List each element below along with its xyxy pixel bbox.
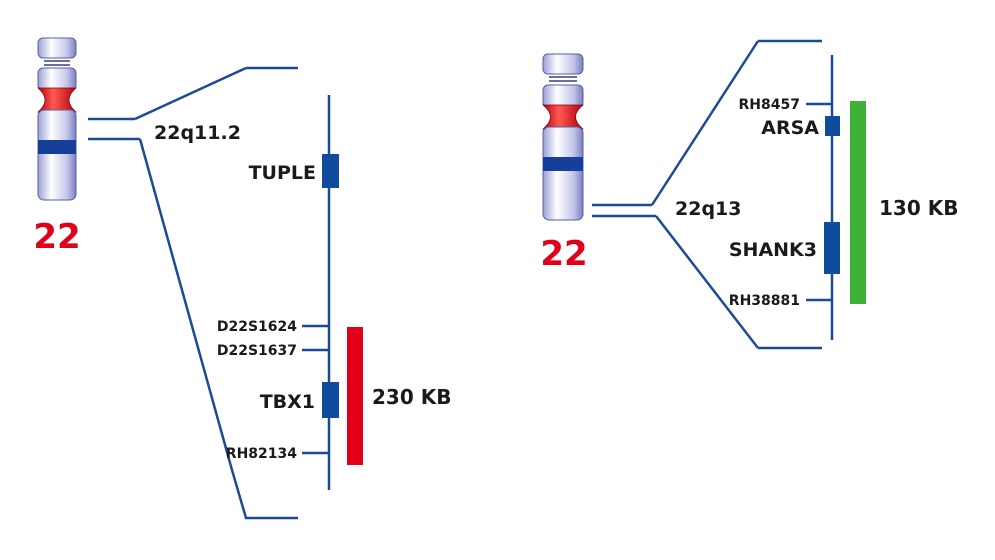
gene-box-tbx1: [322, 382, 339, 418]
zoom-line-top-right: [650, 40, 760, 206]
gene-label-tuple: TUPLE: [249, 162, 316, 184]
chromosome-22-ideogram-right: [541, 53, 585, 221]
deletion-size-left: 230 KB: [372, 385, 451, 409]
zoom-line-top-left: [134, 66, 247, 121]
left-panel: 22 22q11.2 TUPLE D22S1624 D22S1637 TBX1 …: [33, 37, 451, 520]
gene-box-tuple: [322, 154, 339, 188]
deletion-bar-left: [347, 327, 363, 465]
gene-label-arsa: ARSA: [761, 117, 819, 139]
region-label-right: 22q13: [675, 198, 741, 220]
zoom-line-bottom-right: [655, 215, 759, 349]
gene-label-tbx1: TBX1: [260, 391, 315, 413]
chromosome-number-right: 22: [540, 234, 587, 274]
marker-label-d22s1624: D22S1624: [217, 319, 297, 335]
marker-label-d22s1637: D22S1637: [217, 343, 297, 359]
chromosome-22-ideogram-left: [36, 37, 78, 201]
gene-box-shank3: [824, 222, 840, 274]
marker-label-rh82134: RH82134: [226, 446, 297, 462]
marker-label-rh38881: RH38881: [729, 293, 800, 309]
gene-label-shank3: SHANK3: [729, 239, 817, 261]
deletion-size-right: 130 KB: [879, 196, 958, 220]
gene-box-arsa: [825, 116, 840, 136]
chromosome-number-left: 22: [33, 217, 80, 257]
right-panel: 22 22q13 RH8457 ARSA SHANK3 RH38881 130 …: [540, 39, 958, 350]
zoom-line-bottom-left: [138, 138, 298, 520]
deletion-bar-right: [850, 101, 866, 304]
region-label-left: 22q11.2: [154, 122, 241, 144]
marker-label-rh8457: RH8457: [739, 97, 800, 113]
